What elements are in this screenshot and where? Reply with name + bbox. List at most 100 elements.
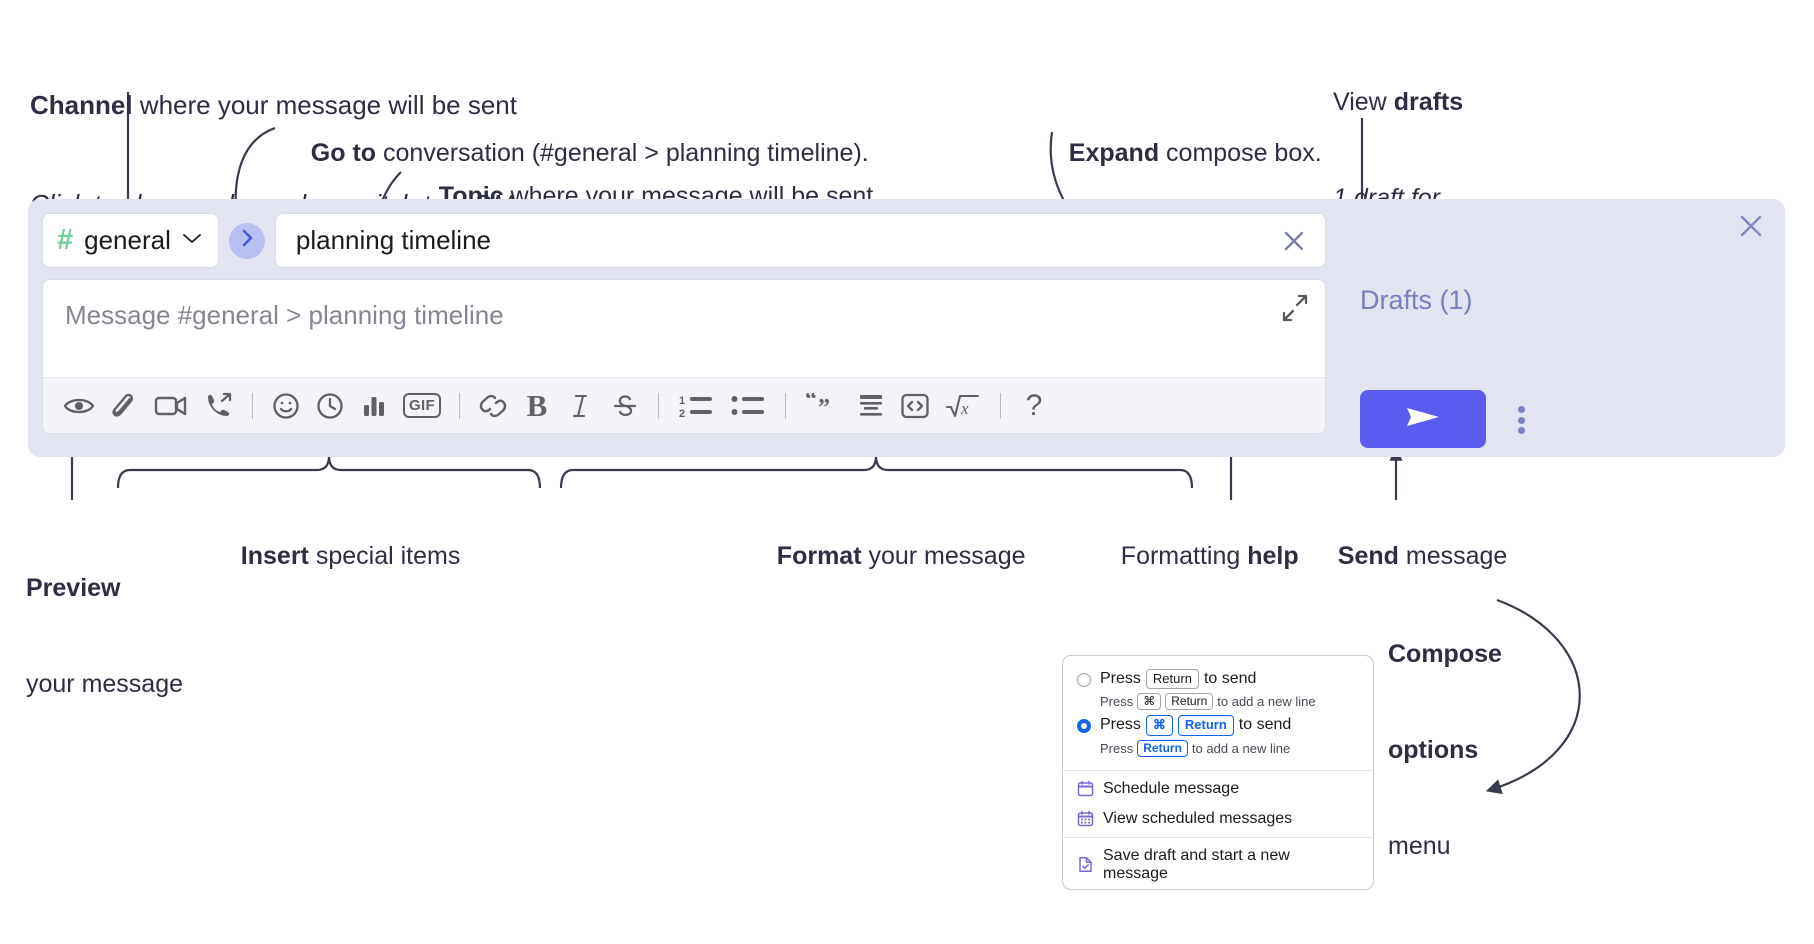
menu-item-schedule-message[interactable]: Schedule message: [1063, 774, 1373, 804]
compose-header-row: # general planning timeline: [42, 213, 1326, 268]
document-check-icon: [1077, 856, 1094, 873]
key-return: Return: [1145, 669, 1199, 690]
message-box: Message #general > planning timeline: [42, 279, 1326, 434]
video-camera-icon[interactable]: [145, 386, 197, 426]
annotation-insert: Insert special items: [213, 508, 461, 604]
blockquote-icon[interactable]: “ ”: [797, 386, 849, 426]
calendar-grid-icon: [1077, 810, 1094, 827]
annotation-compose-options: Compose options menu: [1388, 574, 1502, 926]
strikethrough-icon[interactable]: [603, 386, 647, 426]
preview-icon[interactable]: [57, 386, 101, 426]
sub-pre: Press: [1100, 740, 1134, 756]
menu-divider: [1063, 836, 1373, 838]
annotation-send: Send message: [1310, 508, 1508, 604]
send-button[interactable]: [1360, 390, 1486, 448]
sub-pre: Press: [1100, 694, 1134, 710]
link-icon[interactable]: [471, 386, 515, 426]
sub-post: to add a new line: [1191, 740, 1291, 756]
menu-item-label: Schedule message: [1103, 779, 1240, 797]
bold-icon[interactable]: B: [515, 386, 559, 426]
help-question-icon[interactable]: ?: [1012, 386, 1056, 426]
svg-text:“: “: [805, 393, 817, 413]
annotation-preview-line2: your message: [26, 670, 184, 698]
goto-conversation-button[interactable]: [228, 222, 265, 259]
formatting-toolbar: GIF B: [43, 377, 1325, 433]
annotation-compose-rest: menu: [1388, 832, 1451, 860]
chevron-right-icon: [240, 228, 254, 253]
option-pre: Press: [1100, 716, 1141, 734]
key-command: ⌘: [1137, 693, 1162, 711]
expand-icon[interactable]: [1281, 294, 1309, 322]
annotation-compose-bold-2: options: [1388, 736, 1479, 764]
annotation-send-rest: message: [1398, 542, 1508, 570]
annotation-goto: Go to conversation (#general > planning …: [283, 105, 869, 201]
clock-icon[interactable]: [308, 386, 352, 426]
compose-panel: # general planning timeline: [28, 199, 1785, 457]
option-post: to send: [1238, 716, 1292, 734]
annotation-help-bold: help: [1247, 542, 1299, 570]
key-return: Return: [1137, 739, 1188, 757]
toolbar-separator: [252, 392, 253, 419]
poll-bar-chart-icon[interactable]: [352, 386, 396, 426]
send-paper-plane-icon: [1401, 401, 1445, 438]
bulleted-list-icon[interactable]: [722, 386, 774, 426]
annotation-preview-bold: Preview: [26, 574, 121, 602]
math-latex-icon[interactable]: x: [937, 386, 989, 426]
annotation-drafts-bold: drafts: [1393, 88, 1464, 116]
annotation-drafts-pre: View: [1333, 88, 1394, 116]
svg-text:2: 2: [679, 408, 685, 419]
menu-item-save-draft[interactable]: Save draft and start a new message: [1063, 841, 1373, 889]
menu-item-label: Save draft and start a new message: [1103, 846, 1290, 882]
annotation-expand: Expand compose box.: [1041, 105, 1322, 201]
option-sub-newline: Press Return to add a new line: [1063, 737, 1373, 759]
menu-item-view-scheduled-messages[interactable]: View scheduled messages: [1063, 804, 1373, 834]
kebab-dot: [1517, 406, 1525, 413]
more-options-vertical-icon[interactable]: [1508, 403, 1534, 437]
topic-value: planning timeline: [295, 225, 492, 255]
channel-selector[interactable]: # general: [42, 213, 219, 268]
option-sub-newline: Press ⌘ Return to add a new line: [1063, 690, 1373, 712]
menu-divider: [1063, 769, 1373, 771]
kebab-dot: [1517, 427, 1525, 434]
inline-code-icon[interactable]: [893, 386, 937, 426]
toolbar-separator: [658, 392, 659, 419]
gif-icon[interactable]: GIF: [396, 386, 448, 426]
toolbar-separator: [1000, 392, 1001, 419]
emoji-smiley-icon[interactable]: [264, 386, 308, 426]
chevron-down-icon: [182, 232, 202, 250]
annotation-goto-rest: conversation (#general > planning timeli…: [376, 139, 869, 167]
annotation-send-bold: Send: [1337, 542, 1399, 570]
key-return: Return: [1165, 693, 1214, 711]
option-post: to send: [1203, 670, 1257, 688]
calendar-icon: [1077, 780, 1094, 797]
close-icon[interactable]: [1735, 210, 1767, 242]
toolbar-separator: [785, 392, 786, 419]
code-block-icon[interactable]: [849, 386, 893, 426]
option-press-cmd-return-to-send[interactable]: Press ⌘ Return to send: [1063, 712, 1373, 736]
annotation-compose-bold-1: Compose: [1388, 640, 1502, 668]
bold-label: B: [526, 387, 548, 423]
message-input[interactable]: Message #general > planning timeline: [43, 280, 1325, 377]
annotation-format: Format your message: [749, 508, 1026, 604]
option-press-return-to-send[interactable]: Press Return to send: [1063, 666, 1373, 690]
close-icon[interactable]: [1279, 226, 1309, 256]
annotation-format-bold: Format: [776, 542, 862, 570]
menu-item-label: View scheduled messages: [1103, 809, 1293, 827]
toolbar-separator: [459, 392, 460, 419]
topic-input[interactable]: planning timeline: [274, 213, 1326, 268]
annotation-expand-rest: compose box.: [1159, 139, 1322, 167]
sub-post: to add a new line: [1217, 694, 1316, 710]
drafts-link[interactable]: Drafts (1): [1360, 285, 1473, 315]
compose-options-menu: Press Return to send Press ⌘ Return to a…: [1062, 655, 1374, 890]
annotation-insert-bold: Insert: [240, 542, 309, 570]
phone-forward-icon[interactable]: [197, 386, 241, 426]
annotation-formatting-help: Formatting help: [1093, 508, 1299, 604]
radio-selected[interactable]: [1077, 719, 1091, 734]
attachment-paperclip-icon[interactable]: [101, 386, 145, 426]
annotation-preview: Preview your message: [26, 508, 183, 764]
ordered-list-icon[interactable]: 1 2: [670, 386, 722, 426]
annotation-channel-rest: where your message will be sent: [132, 89, 517, 120]
radio-unselected[interactable]: [1077, 673, 1091, 687]
italic-icon[interactable]: [559, 386, 603, 426]
